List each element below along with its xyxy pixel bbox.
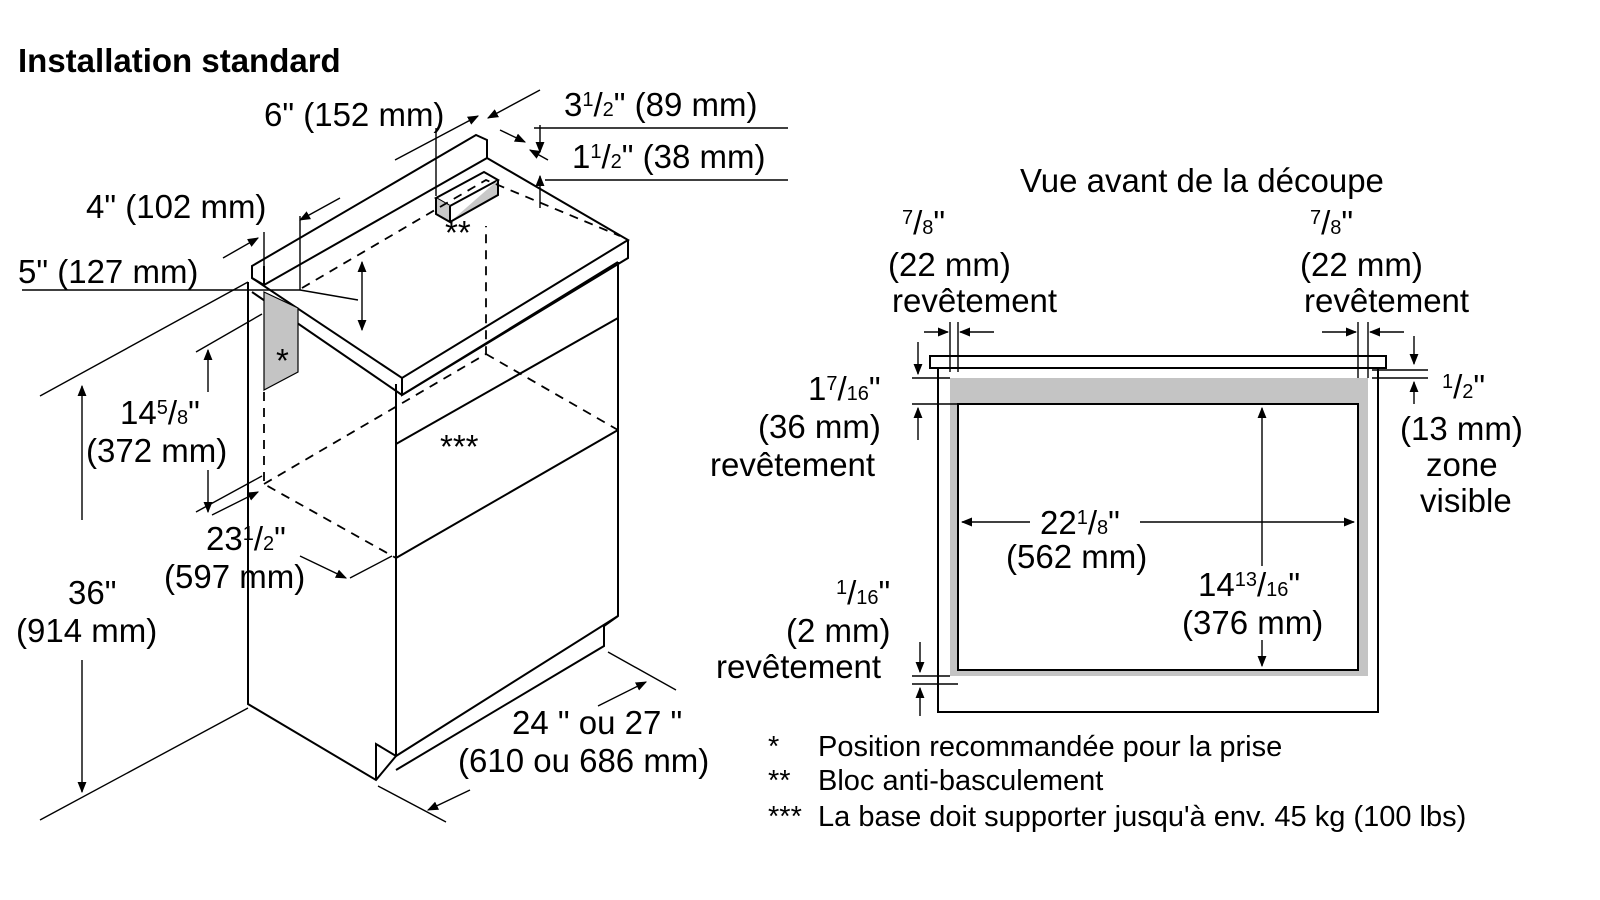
dim-24-27in-mm: (610 ou 686 mm) [458,742,709,779]
dim-top-right-inch: 7/8" [1310,204,1353,241]
note-text-2: Bloc anti-basculement [818,765,1103,797]
dim-right-1-2-inch: 1/2" [1442,368,1485,405]
cabinet-drawing: ** * *** [247,133,630,782]
note-mark-1: * [768,731,779,763]
dim-4in: 4" (102 mm) [86,188,266,225]
dim-right-1-2-mm: (13 mm) [1400,410,1523,447]
note-text-1: Position recommandée pour la prise [818,731,1282,763]
dim-5in: 5" (127 mm) [18,253,198,290]
dim-24-27in: 24 " ou 27 " [512,704,682,741]
outlet-zone [263,291,299,391]
cutout-front-view [929,355,1387,713]
dim-right-zone-label: zone [1426,446,1498,483]
dim-top-left-mm: (22 mm) [888,246,1011,283]
dim-36in: 36" [68,574,116,611]
dim-top-left-inch: 7/8" [902,204,945,241]
base-load-marker: *** [440,428,479,465]
dim-1-1-2in: 11/2" (38 mm) [572,138,766,175]
dim-right-visible-label: visible [1420,482,1512,519]
front-view-title: Vue avant de la découpe [1020,162,1384,199]
dim-36in-mm: (914 mm) [16,612,157,649]
dim-top-right-label: revêtement [1304,282,1469,319]
anti-tip-marker: ** [445,214,471,251]
diagram-title: Installation standard [18,42,341,79]
dim-top-left-label: revêtement [892,282,1057,319]
dim-left-1-7-16-mm: (36 mm) [758,408,881,445]
dim-height-inch: 1413/16" [1198,566,1300,603]
legend-notes: * Position recommandée pour la prise ** … [768,731,1466,833]
dim-width-inch: 221/8" [1040,504,1120,541]
dim-14-5-8in-mm: (372 mm) [86,432,227,469]
dim-6in: 6" (152 mm) [264,96,444,133]
dim-left-1-7-16-inch: 17/16" [808,370,881,407]
dim-top-right-mm: (22 mm) [1300,246,1423,283]
dim-bottom-1-16-mm: (2 mm) [786,612,890,649]
dim-bottom-1-16-inch: 1/16" [836,574,890,611]
left-dimension-lines [22,89,788,823]
note-mark-2: ** [768,765,791,797]
dim-width-mm: (562 mm) [1006,538,1147,575]
dim-left-1-7-16-label: revêtement [710,446,875,483]
dim-23-1-2in: 231/2" [206,520,286,557]
outlet-marker: * [276,342,289,379]
note-text-3: La base doit supporter jusqu'à env. 45 k… [818,801,1466,833]
dim-3-1-2in: 31/2" (89 mm) [564,86,758,123]
right-dimension-lines [912,322,1428,716]
dim-height-mm: (376 mm) [1182,604,1323,641]
note-mark-3: *** [768,801,802,833]
dim-23-1-2in-mm: (597 mm) [164,558,305,595]
dim-14-5-8in: 145/8" [120,394,200,431]
dim-bottom-1-16-label: revêtement [716,648,881,685]
